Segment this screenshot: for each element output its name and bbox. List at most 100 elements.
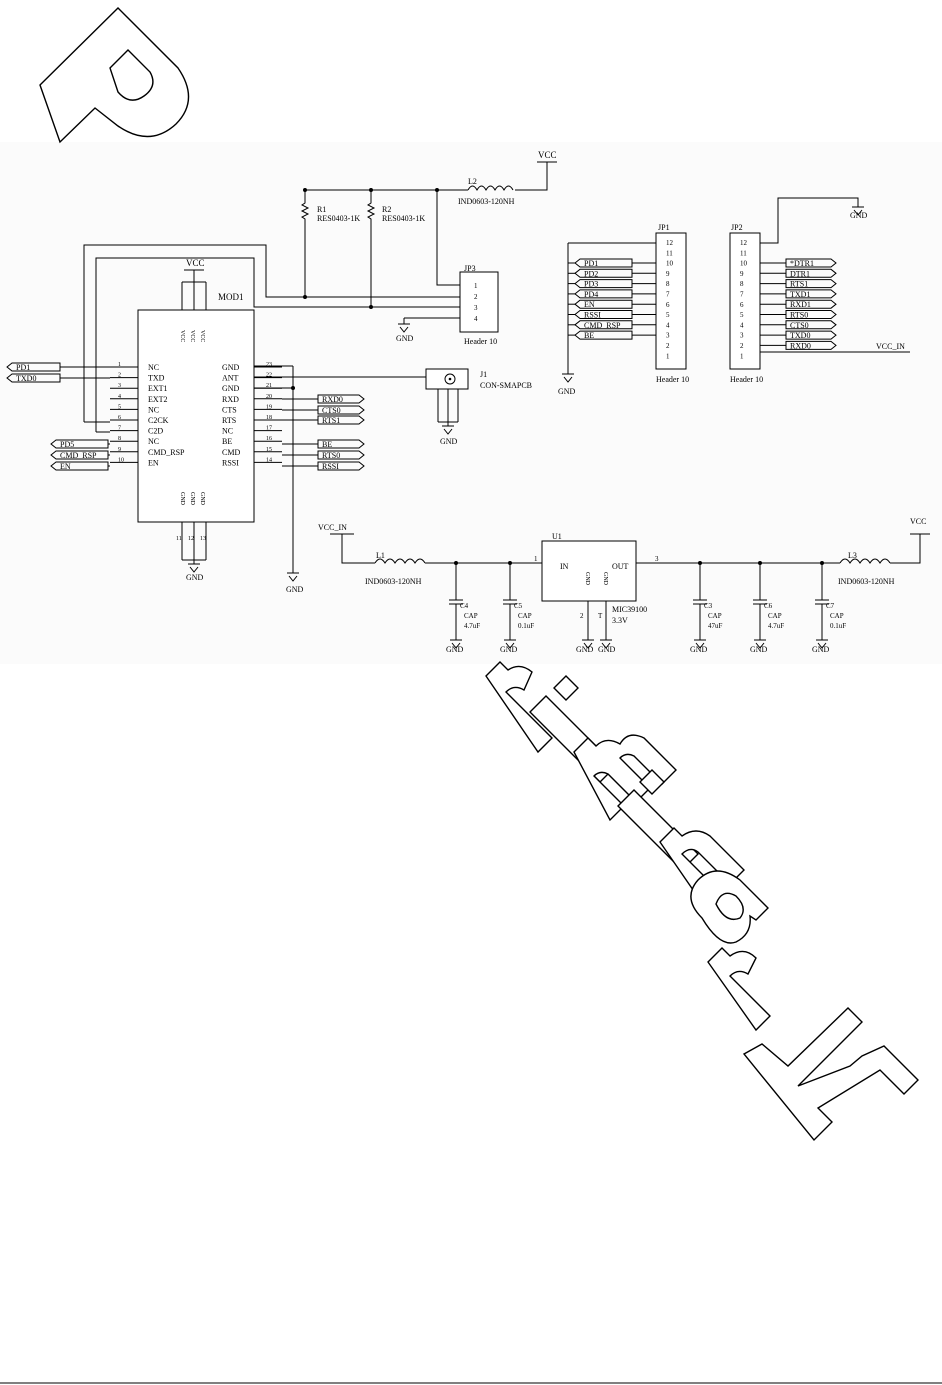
header-jp1: JP1 Header 10 [655, 223, 689, 384]
mod1-right-pin-name: RTS [222, 416, 236, 425]
mod1-ref: MOD1 [218, 292, 244, 302]
module-mod1: MOD1 VCC VCC VCC VCC GND GND GND 11 12 1… [137, 258, 255, 582]
jp1-label-text: RSSI [584, 311, 601, 320]
jp2-pin-num: 11 [740, 249, 747, 257]
mod1-pin-13: 13 [200, 536, 206, 542]
jp2-label: RXD1 [785, 299, 837, 309]
port-pd5: PD5 [50, 439, 109, 449]
r2-value: RES0403-1K [382, 214, 425, 223]
u1-pin-out: 3 [655, 555, 659, 563]
jp2-label: RXD0 [785, 340, 837, 350]
vcc-top-label: VCC [538, 150, 557, 160]
jp1-pin-num: 12 [666, 239, 674, 247]
u1-gnd-a: GND [576, 645, 594, 654]
mod1-right-pin-name: RXD [222, 395, 239, 404]
cap-ref: C5 [514, 602, 523, 610]
mod1-right-pin-num: 20 [266, 394, 272, 400]
cap-ref: C3 [704, 602, 713, 610]
mod1-right-pin-num: 22 [266, 373, 272, 379]
r1-ref: R1 [317, 205, 326, 214]
mod1-pin-11: 11 [176, 536, 182, 542]
mod1-right-pin-name: RSSI [222, 458, 239, 467]
mod1-right-pin-num: 21 [266, 383, 272, 389]
l2-value: IND0603-120NH [458, 197, 515, 206]
resistor-r2: R2 RES0403-1K [366, 190, 425, 307]
u1-gnd-b: GND [598, 645, 616, 654]
mod1-left-pin-name: NC [148, 405, 159, 414]
watermark-preliminary [39, 7, 919, 1142]
port-pd1-text: PD1 [16, 363, 30, 372]
mod1-right-pin-name: ANT [222, 374, 239, 383]
cap-type: CAP [830, 612, 844, 620]
port-txd0-text: TXD0 [16, 374, 36, 383]
jp2-ref: JP2 [731, 223, 743, 232]
mod1-right-pin-name: NC [222, 427, 233, 436]
mod1-gnd-pin-3: GND [199, 492, 205, 506]
header-jp3: JP3 1 2 3 4 Header 10 [459, 264, 499, 346]
jp1-pin-num: 10 [666, 260, 674, 268]
u1-ref: U1 [552, 532, 562, 541]
jp1-pin-num: 6 [666, 301, 670, 309]
cap-value: 4.7uF [464, 622, 480, 630]
jp3-pin-4: 4 [474, 315, 478, 323]
jp2-pin-num: 3 [740, 332, 744, 340]
vcc-in-left: VCC_IN [318, 523, 347, 532]
jp2-pin-num: 1 [740, 352, 744, 360]
jp2-pin-num: 4 [740, 321, 744, 329]
jp1-label: BE [574, 330, 633, 340]
jp2-label-text: RTS0 [790, 311, 808, 320]
jp2-label-text: RTS1 [790, 280, 808, 289]
mod1-gnd-pin-2: GND [189, 492, 195, 506]
l3-value: IND0603-120NH [838, 577, 895, 586]
jp1-pin-num: 2 [666, 342, 670, 350]
cap-type: CAP [518, 612, 532, 620]
mod1-left-pin-name: NC [148, 363, 159, 372]
jp2-pin-num: 10 [740, 260, 748, 268]
jp2-label-text: TXD0 [790, 331, 810, 340]
port-cts0: CTS0 [317, 405, 365, 415]
header-jp2: JP2 Header 10 [729, 223, 763, 384]
jp2-label: TXD0 [785, 330, 837, 340]
mod1-pin-12: 12 [188, 536, 194, 542]
r1-value: RES0403-1K [317, 214, 360, 223]
mod1-right-pin-name: GND [222, 384, 240, 393]
port-rts1: RTS1 [317, 415, 365, 425]
cap-gnd: GND [750, 645, 768, 654]
jp2-label: DTR1 [785, 268, 837, 278]
mod1-right-pin-name: CMD [222, 448, 240, 457]
cap-value: 0.1uF [830, 622, 846, 630]
cap-ref: C4 [460, 602, 469, 610]
jp1-gnd: GND [558, 387, 576, 396]
u1-pin-g2: T [598, 612, 603, 620]
jp2-label: CTS0 [785, 320, 837, 330]
port-rxd0-text: RXD0 [322, 395, 343, 404]
u1-voltage: 3.3V [612, 616, 628, 625]
u1-part: MIC39100 [612, 605, 647, 614]
port-rts0: RTS0 [317, 450, 365, 460]
inductor-l2 [467, 185, 514, 192]
regulator-u1 [541, 540, 637, 602]
port-pd1: PD1 [6, 362, 61, 372]
connector-j1: GND J1 CON-SMAPCB [254, 368, 532, 446]
port-cmd-rsp: CMD_RSP [50, 450, 109, 460]
jp2-pin-num: 9 [740, 270, 744, 278]
j1-name: CON-SMAPCB [480, 381, 532, 390]
jp1-label: PD4 [574, 289, 633, 299]
mod1-left-pin-name: EXT1 [148, 384, 168, 393]
port-rssi: RSSI [317, 461, 365, 471]
jp3-name: Header 10 [464, 337, 497, 346]
jp2-label: RTS1 [785, 279, 837, 289]
mod1-left-pin-name: C2D [148, 427, 163, 436]
jp2-pin-num: 7 [740, 291, 744, 299]
jp1-label-text: CMD_RSP [584, 321, 621, 330]
mod1-left-pin-num: 9 [118, 447, 121, 453]
port-rts0-text: RTS0 [322, 451, 340, 460]
mod1-right-pin-name: GND [222, 363, 240, 372]
mod1-right-pin-num: 15 [266, 447, 272, 453]
